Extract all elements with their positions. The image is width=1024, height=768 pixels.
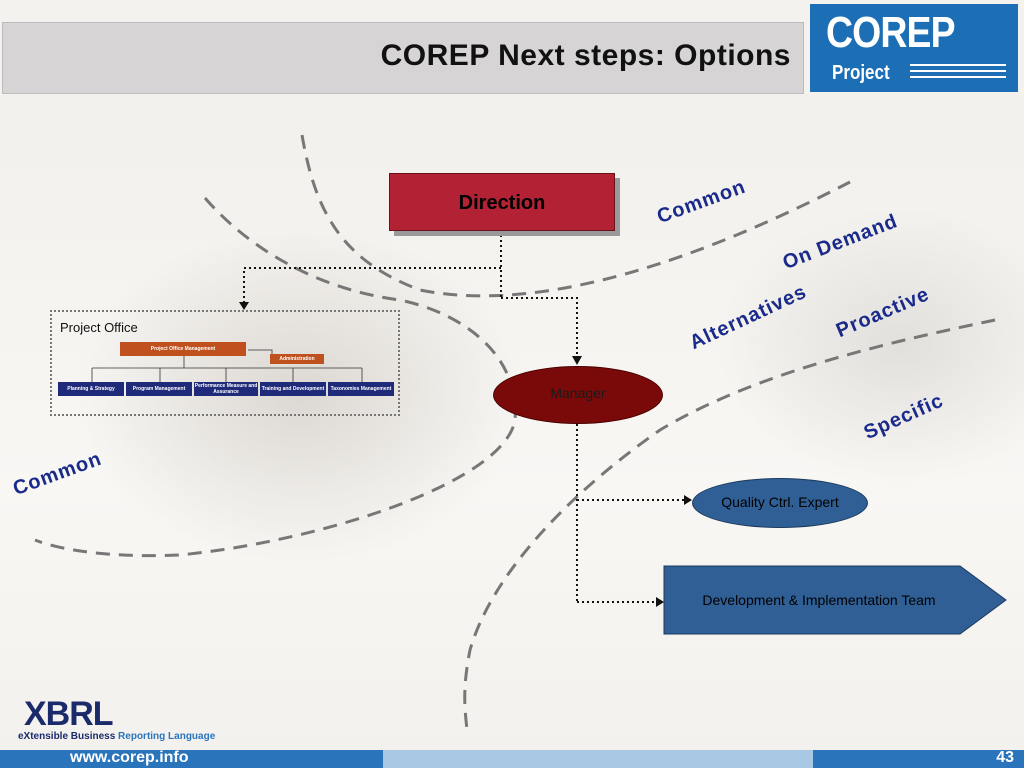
org-node: Training and Development — [260, 382, 326, 396]
direction-box: Direction — [389, 173, 615, 231]
arrowhead-manager — [572, 356, 582, 365]
qc-expert-label: Quality Ctrl. Expert — [721, 494, 839, 510]
connector-to-manager — [501, 297, 578, 360]
arrowhead-qc — [684, 495, 692, 505]
dev-team-arrow-shape — [663, 565, 1007, 635]
logo-word: COREP — [826, 8, 956, 57]
direction-label: Direction — [458, 192, 546, 214]
footer-url[interactable]: www.corep.info — [70, 749, 189, 766]
arrowhead-dev — [656, 597, 664, 607]
xbrl-word: XBRL — [24, 695, 114, 733]
footer-light-band — [383, 750, 813, 768]
project-office-label: Project Office — [60, 320, 138, 335]
logo-sub: Project — [832, 62, 890, 84]
project-office-frame: Project Office Project Office Management… — [50, 310, 400, 416]
xbrl-tagline: eXtensible Business Reporting Language — [18, 731, 215, 742]
xbrl-logo: XBRL eXtensible Business Reporting Langu… — [18, 695, 215, 750]
slide-title: COREP Next steps: Options — [380, 39, 791, 72]
xbrl-tagline-a: eXtensible Business — [18, 731, 116, 742]
corep-logo: COREP Project — [810, 4, 1018, 92]
xbrl-tagline-b: Reporting Language — [118, 731, 216, 742]
connector-to-project-office — [243, 267, 501, 302]
org-connectors — [91, 349, 363, 382]
manager-node: Manager — [493, 366, 663, 424]
zone-line-2 — [34, 197, 517, 558]
org-node: Planning & Strategy — [58, 382, 124, 396]
zone-line-3 — [463, 318, 996, 731]
org-admin-node: Administration — [270, 354, 324, 364]
arrowhead-project-office — [239, 302, 249, 310]
page-number: 43 — [996, 749, 1014, 766]
qc-expert-node: Quality Ctrl. Expert — [692, 478, 868, 528]
logo-lines-icon — [910, 64, 1006, 86]
manager-label: Manager — [550, 385, 606, 401]
org-node: Performance Measure and Assurance — [194, 382, 258, 396]
title-bar: COREP Next steps: Options — [2, 22, 804, 94]
org-node: Taxonomies Management — [328, 382, 394, 396]
zone-line-1 — [300, 134, 851, 298]
org-node: Program Management — [126, 382, 192, 396]
dev-team-label: Development & Implementation Team — [702, 592, 936, 608]
org-top-node: Project Office Management — [120, 342, 246, 356]
footer-bar: www.corep.info 43 — [0, 749, 1024, 768]
